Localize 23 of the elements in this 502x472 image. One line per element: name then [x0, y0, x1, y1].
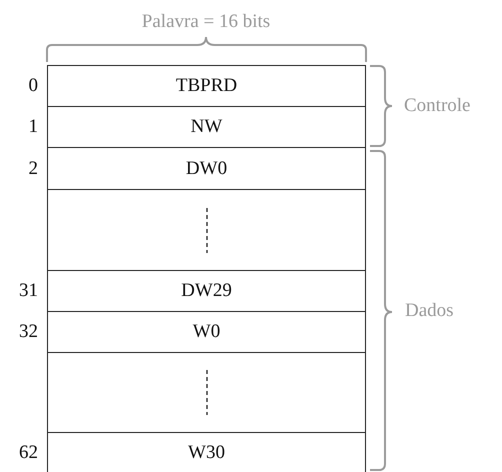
memory-row	[47, 189, 366, 271]
register-name: W0	[192, 321, 220, 343]
address-number: 2	[28, 158, 38, 180]
address-number: 31	[19, 280, 38, 302]
memory-row	[47, 106, 366, 148]
register-name: DW0	[186, 158, 228, 180]
memory-row	[47, 311, 366, 353]
group-label: Dados	[405, 300, 454, 322]
memory-row	[47, 65, 366, 107]
address-number: 32	[19, 321, 38, 343]
width-label: Palavra = 16 bits	[142, 11, 270, 33]
register-name: NW	[190, 116, 222, 138]
register-name: W30	[188, 442, 225, 464]
address-number: 0	[28, 75, 38, 97]
address-number: 62	[19, 442, 38, 464]
register-name: DW29	[181, 280, 232, 302]
memory-row	[47, 352, 366, 433]
memory-row	[47, 147, 366, 190]
group-label: Controle	[404, 95, 470, 117]
memory-row	[47, 432, 366, 472]
memory-row	[47, 270, 366, 312]
address-number: 1	[28, 116, 38, 138]
register-name: TBPRD	[176, 75, 238, 97]
